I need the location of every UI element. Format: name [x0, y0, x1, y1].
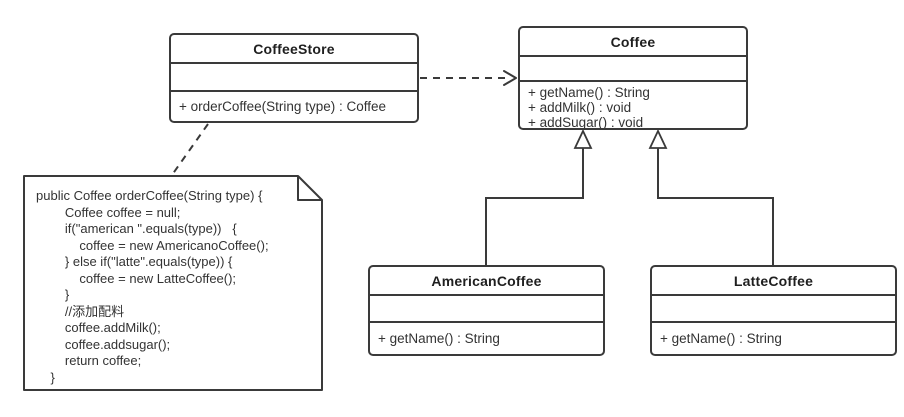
note-fold-corner: [297, 176, 322, 201]
method-addsugar: + addSugar() : void: [528, 115, 644, 128]
note-anchor-line: [171, 123, 209, 176]
code-line: coffee = new LatteCoffee();: [36, 270, 237, 286]
class-coffeestore: CoffeeStore + orderCoffee(String type) :…: [169, 33, 419, 123]
code-line: } else if("latte".equals(type)) {: [36, 254, 233, 269]
note-code-block: public Coffee orderCoffee(String type) {…: [36, 188, 314, 386]
class-americancoffee: AmericanCoffee + getName() : String: [368, 265, 605, 356]
code-line: //添加配料: [36, 303, 125, 319]
code-line: }: [36, 369, 55, 385]
code-line: return coffee;: [36, 353, 142, 368]
class-coffeestore-methods: + orderCoffee(String type) : Coffee: [171, 92, 417, 121]
code-line: if("american ".equals(type)) {: [36, 221, 237, 236]
method-getname: + getName() : String: [660, 331, 782, 346]
class-coffee: Coffee + getName() : String + addMilk() …: [518, 26, 748, 130]
class-coffee-methods: + getName() : String + addMilk() : void …: [520, 82, 746, 128]
class-coffee-name: Coffee: [520, 28, 746, 57]
class-americancoffee-name: AmericanCoffee: [370, 267, 603, 296]
method-getname: + getName() : String: [528, 85, 650, 100]
method-getname: + getName() : String: [378, 331, 500, 346]
class-lattecoffee-methods: + getName() : String: [652, 323, 895, 354]
class-americancoffee-methods: + getName() : String: [370, 323, 603, 354]
inheritance-arrow-americancoffee-to-coffee: [485, 128, 593, 265]
code-line: coffee.addMilk();: [36, 320, 161, 335]
dependency-arrow-coffeestore-to-coffee: [420, 70, 517, 86]
class-lattecoffee-attributes: [652, 296, 895, 323]
code-line: coffee = new AmericanoCoffee();: [36, 237, 269, 253]
code-note-shape: [23, 175, 323, 391]
method-addmilk: + addMilk() : void: [528, 100, 632, 115]
class-lattecoffee-name: LatteCoffee: [652, 267, 895, 296]
class-coffeestore-name: CoffeeStore: [171, 35, 417, 64]
inheritance-arrow-lattecoffee-to-coffee: [648, 128, 774, 265]
method-ordercoffee: + orderCoffee(String type) : Coffee: [179, 99, 386, 114]
code-line: Coffee coffee = null;: [36, 204, 181, 220]
code-line: coffee.addsugar();: [36, 336, 171, 352]
class-lattecoffee: LatteCoffee + getName() : String: [650, 265, 897, 356]
class-coffee-attributes: [520, 57, 746, 82]
code-line: }: [36, 287, 70, 302]
class-coffeestore-attributes: [171, 64, 417, 92]
class-americancoffee-attributes: [370, 296, 603, 323]
code-line: public Coffee orderCoffee(String type) {: [36, 188, 263, 203]
